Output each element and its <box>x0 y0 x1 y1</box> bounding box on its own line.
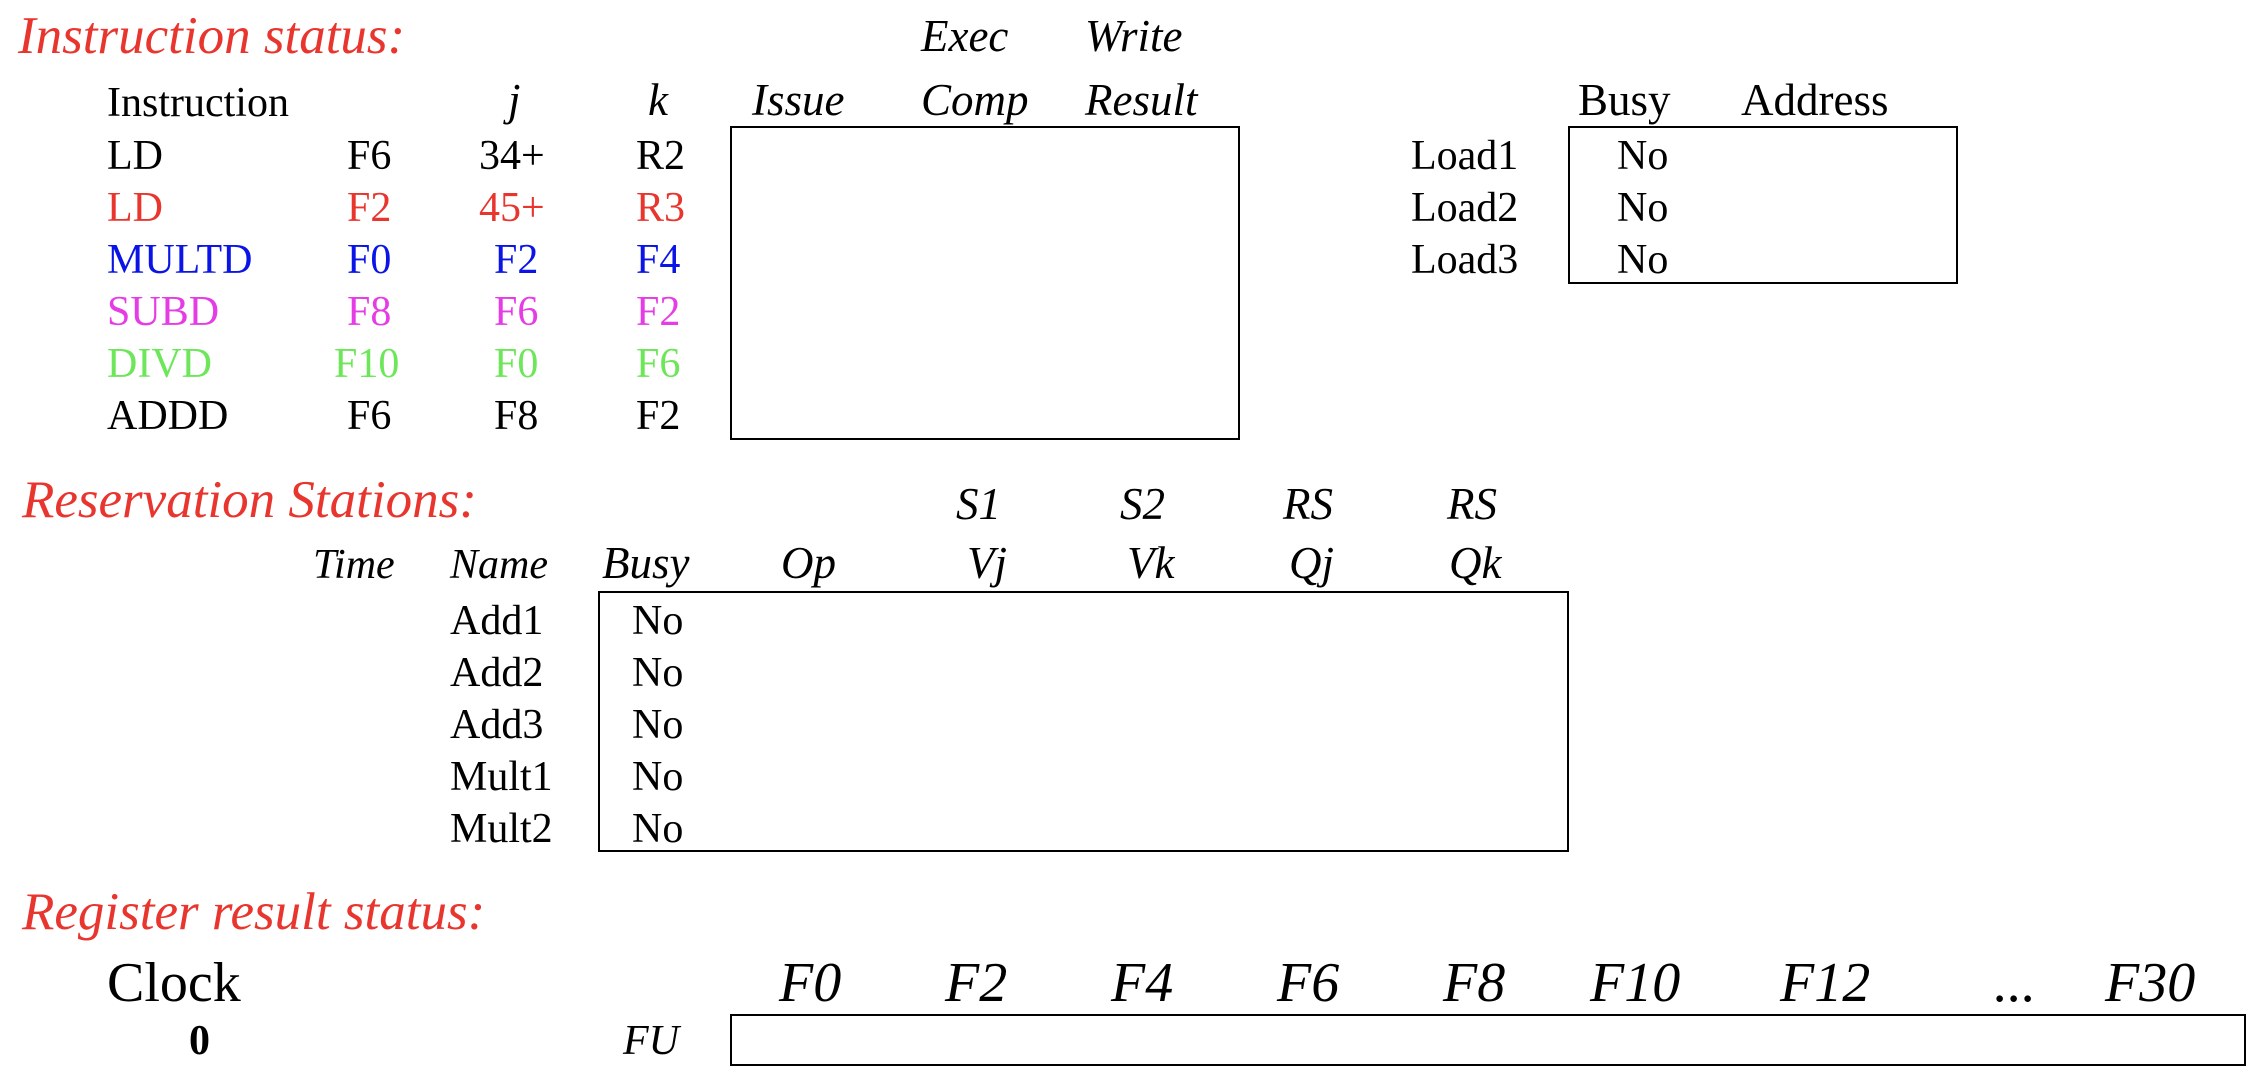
header-qj: Qj <box>1289 538 1334 588</box>
header-vk: Vk <box>1127 538 1175 588</box>
register-fu-box <box>730 1014 2246 1066</box>
instruction-dest: F0 <box>347 237 392 283</box>
register-result-status-title: Register result status: <box>22 883 486 941</box>
register-f12: F12 <box>1780 952 1871 1014</box>
load-buffer-busy: No <box>1617 237 1669 283</box>
clock-label: Clock <box>107 952 241 1014</box>
instruction-dest: F2 <box>347 185 392 231</box>
load-buffer-name: Load3 <box>1411 237 1519 283</box>
instruction-op: LD <box>107 133 163 179</box>
rs-busy: No <box>632 702 684 748</box>
instruction-k: R3 <box>636 185 686 231</box>
header-write-result: Result <box>1085 75 1198 125</box>
header-load-address: Address <box>1741 75 1889 125</box>
header-name: Name <box>450 542 548 588</box>
instruction-op: LD <box>107 185 163 231</box>
instruction-j: 45+ <box>479 185 545 231</box>
load-buffer-busy: No <box>1617 133 1669 179</box>
load-buffer-name: Load1 <box>1411 133 1519 179</box>
instruction-timing-box <box>730 126 1240 440</box>
instruction-j: F2 <box>494 237 539 283</box>
instruction-dest: F8 <box>347 289 392 335</box>
header-busy: Busy <box>602 538 690 588</box>
instruction-j: F8 <box>494 393 539 439</box>
rs-busy: No <box>632 650 684 696</box>
instruction-op: DIVD <box>107 341 212 387</box>
header-s2: S2 <box>1120 479 1165 529</box>
rs-busy: No <box>632 754 684 800</box>
register-ellipsis: ... <box>1994 952 2036 1014</box>
header-s1: S1 <box>956 479 1001 529</box>
rs-name: Add2 <box>450 650 544 696</box>
register-f30: F30 <box>2105 952 2196 1014</box>
header-exec-comp: Comp <box>921 75 1029 125</box>
register-f8: F8 <box>1443 952 1506 1014</box>
instruction-dest: F6 <box>347 133 392 179</box>
instruction-status-title: Instruction status: <box>18 7 406 65</box>
rs-name: Add1 <box>450 598 544 644</box>
instruction-j: 34+ <box>479 133 545 179</box>
instruction-k: F4 <box>636 237 681 283</box>
register-f10: F10 <box>1590 952 1681 1014</box>
instruction-j: F6 <box>494 289 539 335</box>
header-k: k <box>648 75 668 125</box>
reservation-stations-box <box>598 591 1569 852</box>
load-buffers-box <box>1568 126 1958 284</box>
instruction-dest: F6 <box>347 393 392 439</box>
instruction-k: F6 <box>636 341 681 387</box>
instruction-op: ADDD <box>107 393 229 439</box>
register-f2: F2 <box>945 952 1008 1014</box>
reservation-stations-title: Reservation Stations: <box>22 471 477 529</box>
instruction-op: MULTD <box>107 237 253 283</box>
header-rs-k: RS <box>1447 479 1497 529</box>
header-load-busy: Busy <box>1578 75 1671 125</box>
header-j: j <box>508 75 521 125</box>
rs-name: Mult1 <box>450 754 553 800</box>
rs-name: Add3 <box>450 702 544 748</box>
register-f4: F4 <box>1111 952 1174 1014</box>
header-qk: Qk <box>1449 538 1502 588</box>
load-buffer-name: Load2 <box>1411 185 1519 231</box>
header-op: Op <box>781 538 836 588</box>
header-time: Time <box>313 542 395 588</box>
clock-value: 0 <box>189 1018 210 1064</box>
instruction-k: R2 <box>636 133 686 179</box>
load-buffer-busy: No <box>1617 185 1669 231</box>
header-instruction: Instruction <box>107 80 289 126</box>
header-rs-j: RS <box>1283 479 1333 529</box>
rs-busy: No <box>632 806 684 852</box>
register-f0: F0 <box>779 952 842 1014</box>
header-exec-top: Exec <box>921 11 1009 61</box>
rs-name: Mult2 <box>450 806 553 852</box>
instruction-j: F0 <box>494 341 539 387</box>
instruction-dest: F10 <box>334 341 400 387</box>
instruction-k: F2 <box>636 289 681 335</box>
header-issue: Issue <box>752 75 845 125</box>
header-vj: Vj <box>967 538 1007 588</box>
instruction-k: F2 <box>636 393 681 439</box>
fu-label: FU <box>623 1018 679 1064</box>
rs-busy: No <box>632 598 684 644</box>
instruction-op: SUBD <box>107 289 220 335</box>
register-f6: F6 <box>1277 952 1340 1014</box>
header-write-top: Write <box>1085 11 1183 61</box>
